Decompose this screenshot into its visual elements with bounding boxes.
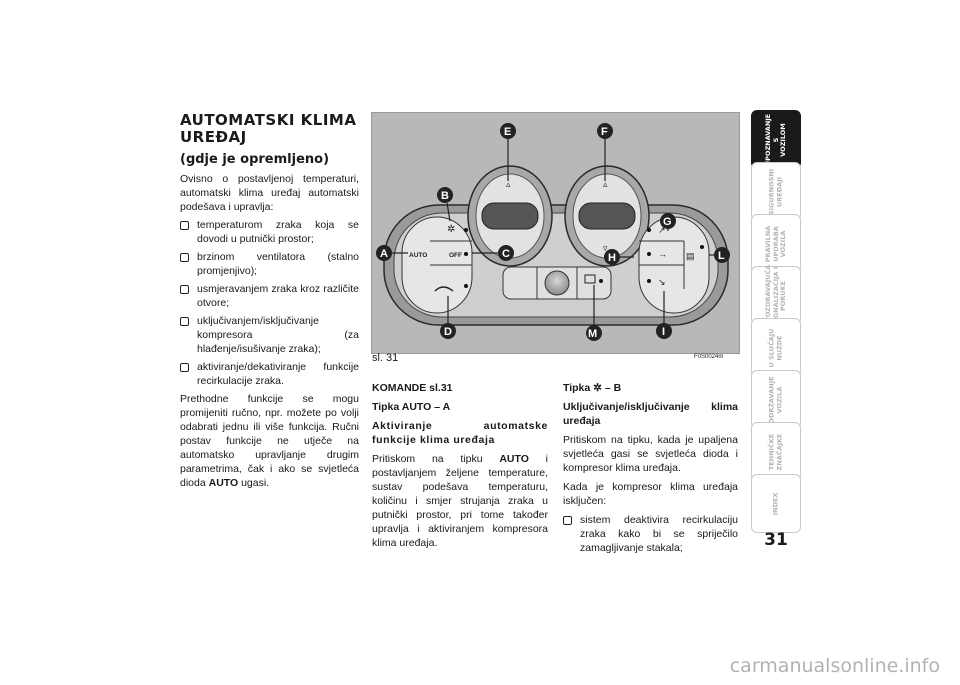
svg-text:▵: ▵ (506, 180, 511, 190)
list-item: uključivanjem/isključivanje kompresora (… (180, 314, 359, 356)
list-item-text: temperaturom zraka koja se dovodi u putn… (197, 219, 359, 245)
tab-tehnicke[interactable]: TEHNIČKE ZNAČAJKE (751, 422, 801, 481)
tab-odrzavanje[interactable]: ODRŽAVANJE VOZILA (751, 370, 801, 429)
compressor-text: Pritiskom na tipku, kada je upaljena svj… (563, 434, 738, 474)
svg-text:↘: ↘ (658, 277, 666, 287)
callout-label: M (588, 328, 597, 340)
list-item-text: usmjeravanjem zraka kroz različite otvor… (197, 283, 359, 309)
callout-label: A (380, 248, 388, 260)
callout-label: I (662, 326, 665, 338)
tab-label: SIGURNOSNI UREĐAJI (767, 168, 784, 215)
auto-subheading: Aktiviranje automatske funkcije klima ur… (372, 420, 548, 446)
svg-text:AUTO: AUTO (409, 252, 427, 259)
list-item: aktiviranje/dekativiranje funkcije recir… (180, 360, 359, 388)
svg-text:▵: ▵ (603, 180, 608, 190)
checkbox-bullet-icon (563, 516, 572, 525)
tab-label: PRAVILNA UPORABA VOZILA (763, 225, 787, 262)
list-item: temperaturom zraka koja se dovodi u putn… (180, 218, 359, 246)
tab-label: UPOZNAVANJE S VOZILOM (763, 113, 787, 166)
svg-text:↗: ↗ (658, 225, 666, 235)
svg-text:→: → (658, 249, 667, 259)
callout-label: H (608, 252, 616, 264)
checkbox-bullet-icon (180, 317, 189, 326)
figure-caption: sl. 31 (372, 352, 399, 364)
checkbox-bullet-icon (180, 221, 189, 230)
commands-column: KOMANDE sl.31 Tipka AUTO – A Aktiviranje… (372, 381, 548, 555)
svg-text:▤: ▤ (686, 251, 695, 261)
list-item: usmjeravanjem zraka kroz različite otvor… (180, 282, 359, 310)
tab-index[interactable]: INDEX (751, 474, 801, 533)
checkbox-bullet-icon (180, 363, 189, 372)
callout-label: C (502, 248, 510, 260)
compressor-column: Tipka ✲ – B Uključivanje/isključivanje k… (563, 381, 738, 559)
compressor-button-heading: Tipka ✲ – B (563, 382, 622, 394)
tab-label: TEHNIČKE ZNAČAJKE (767, 433, 784, 470)
tab-nuzde[interactable]: U SLUČAJU NUŽDE (751, 318, 801, 377)
tab-upozoravajuca[interactable]: UPOZORAVAJUĆA SIGNALIZACIJA I PORUKE (751, 264, 801, 327)
commands-heading: KOMANDE sl.31 (372, 382, 453, 394)
tab-label: ODRŽAVANJE VOZILA (767, 375, 784, 424)
list-item-text: aktiviranje/dekativiranje funkcije recir… (197, 361, 359, 387)
section-title: AUTOMATSKI KLIMA UREĐAJ (180, 111, 357, 146)
closing-paragraph: Prethodne funkcije se mogu promijeniti r… (180, 393, 359, 489)
section-subtitle: (gdje je opremljeno) (180, 152, 330, 167)
svg-text:✲: ✲ (447, 224, 455, 235)
page-number: 31 (764, 530, 788, 550)
list-item: brzinom ventilatora (stalno promjenjivo)… (180, 250, 359, 278)
tab-pravilna[interactable]: PRAVILNA UPORABA VOZILA (751, 214, 801, 273)
intro-paragraph: Ovisno o postavljenoj temperaturi, autom… (180, 173, 359, 213)
list-item: sistem deaktivira recirkulaciju zraka ka… (563, 513, 738, 555)
climate-panel-illustration: ▵ ▿ ▵ ▿ ✲ AUTO OFF ↗ → ↘ ▤ (376, 123, 730, 341)
list-item-text: sistem deaktivira recirkulaciju zraka ka… (580, 514, 738, 554)
svg-text:OFF: OFF (449, 252, 462, 259)
compressor-off-text: Kada je kompresor klima uređaja isključe… (563, 481, 738, 507)
intro-column: Ovisno o postavljenoj temperaturi, autom… (180, 172, 359, 494)
climate-panel-figure: ▵ ▿ ▵ ▿ ✲ AUTO OFF ↗ → ↘ ▤ (371, 112, 740, 354)
tab-upoznavanje[interactable]: UPOZNAVANJE S VOZILOM (751, 110, 801, 169)
list-item-text: brzinom ventilatora (stalno promjenjivo)… (197, 251, 359, 277)
callout-label: B (441, 190, 449, 202)
tab-sigurnosni[interactable]: SIGURNOSNI UREĐAJI (751, 162, 801, 221)
snowflake-icon: ✲ (593, 382, 602, 394)
callout-label: F (601, 126, 608, 138)
list-item-text: uključivanjem/isključivanje kompresora (… (197, 315, 359, 355)
checkbox-bullet-icon (180, 285, 189, 294)
callout-label: L (718, 250, 725, 262)
checkbox-bullet-icon (180, 253, 189, 262)
callout-label: G (663, 216, 672, 228)
watermark: carmanualsonline.info (729, 655, 940, 677)
tab-label: INDEX (771, 492, 780, 515)
auto-description: Pritiskom na tipku AUTO i postavljanjem … (372, 453, 549, 549)
figure-code: F0S0024m (694, 354, 724, 360)
svg-text:▿: ▿ (603, 244, 608, 254)
callout-label: E (504, 126, 511, 138)
tab-label: U SLUČAJU NUŽDE (767, 328, 784, 367)
auto-button-heading: Tipka AUTO – A (372, 401, 451, 413)
callout-label: D (444, 326, 452, 338)
compressor-subheading: Uključivanje/isključivanje klima uređaja (563, 401, 738, 427)
